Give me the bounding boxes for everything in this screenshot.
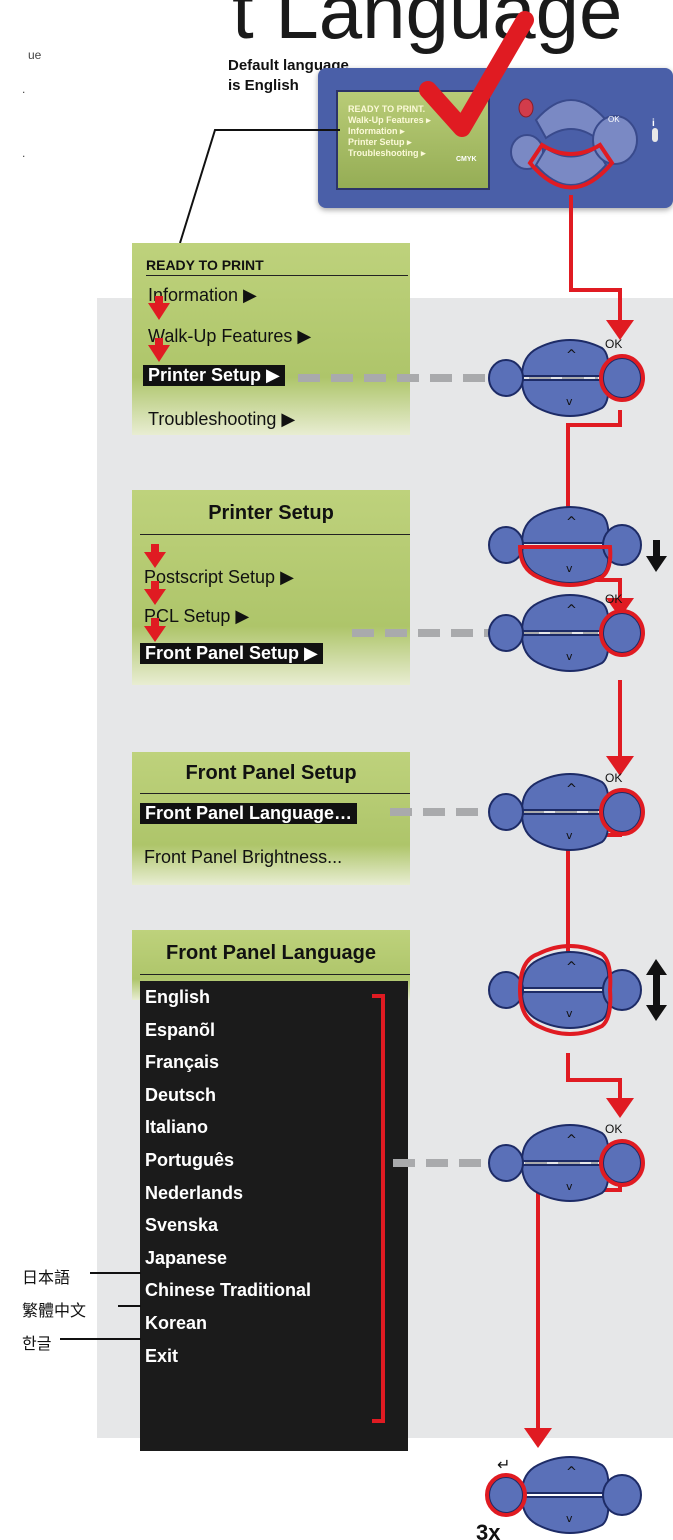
small-red-arrow-icon xyxy=(151,618,159,626)
front-panel-keypad: OK i xyxy=(510,98,658,186)
language-option-korean[interactable]: Korean xyxy=(145,1312,208,1333)
front-panel-power-label: i xyxy=(652,118,655,129)
ok-label: OK xyxy=(605,337,622,351)
language-option-spanish[interactable]: Espanõl xyxy=(145,1019,216,1040)
screen-header: Printer Setup xyxy=(208,502,334,524)
down-button-highlight xyxy=(527,142,615,190)
page-title: t Language xyxy=(232,0,623,55)
ok-label: OK xyxy=(605,771,622,785)
japanese-native-label: 日本語 xyxy=(22,1270,71,1287)
ok-button-highlight xyxy=(599,1139,645,1187)
screen-header: Front Panel Setup xyxy=(185,762,357,784)
flow-connector xyxy=(536,1175,622,1430)
screen-header: Front Panel Language xyxy=(165,942,377,964)
keypad-back-step7 xyxy=(488,1456,642,1534)
front-panel-power-led xyxy=(652,128,658,142)
down-button-highlight xyxy=(517,545,613,587)
small-red-arrow-icon xyxy=(144,626,166,642)
updown-button-highlight xyxy=(517,944,613,1036)
red-arrow-icon xyxy=(606,320,634,340)
language-option-italian[interactable]: Italiano xyxy=(145,1117,209,1138)
screen-divider xyxy=(146,275,408,276)
down-arrow-icon xyxy=(646,540,667,572)
screen-divider xyxy=(140,534,410,535)
small-red-arrow-icon xyxy=(148,303,170,320)
display-line: Troubleshooting ▸ xyxy=(348,148,426,158)
menu-item-front-panel-setup[interactable]: Front Panel Setup ▶ xyxy=(140,643,323,664)
screen-divider xyxy=(140,974,410,975)
flow-connector xyxy=(566,410,622,520)
front-panel-cancel-button xyxy=(518,98,534,118)
display-line: Walk-Up Features ▸ xyxy=(348,115,431,125)
red-arrow-icon xyxy=(606,756,634,776)
repeat-count: 3x xyxy=(476,1520,501,1540)
language-option-chinese-traditional[interactable]: Chinese Traditional xyxy=(145,1280,312,1301)
small-red-arrow-icon xyxy=(155,338,163,346)
callout-leader-line xyxy=(179,129,340,244)
checkmark-icon xyxy=(419,11,534,137)
small-red-arrow-icon xyxy=(151,581,159,589)
back-symbol-icon: ↵ xyxy=(497,1455,510,1474)
screen-header: READY TO PRINT xyxy=(146,257,264,273)
menu-item-troubleshooting[interactable]: Troubleshooting ▶ xyxy=(148,409,296,429)
red-arrow-icon xyxy=(524,1428,552,1448)
language-bracket xyxy=(372,994,385,1423)
ok-button-highlight xyxy=(599,354,645,402)
display-line: Printer Setup ▸ xyxy=(348,137,412,147)
display-line: Information ▸ xyxy=(348,126,405,136)
menu-item-walk-up-features[interactable]: Walk-Up Features ▶ xyxy=(148,326,312,346)
flow-connector xyxy=(569,195,622,320)
lcd-screen-front-panel-setup: Front Panel Setup Front Panel Language… … xyxy=(132,752,410,885)
language-option-exit[interactable]: Exit xyxy=(145,1345,179,1366)
ok-button-highlight xyxy=(599,609,645,657)
lcd-screen-ready: READY TO PRINT Information ▶ Walk-Up Fea… xyxy=(132,243,410,435)
language-option-french[interactable]: Français xyxy=(145,1052,220,1073)
menu-item-front-panel-brightness[interactable]: Front Panel Brightness... xyxy=(144,847,343,867)
menu-item-front-panel-language[interactable]: Front Panel Language… xyxy=(140,803,358,824)
small-red-arrow-icon xyxy=(144,589,166,605)
keypad-updown-step5 xyxy=(488,951,642,1029)
cut-off-text: . xyxy=(22,82,26,96)
language-list: English Espanõl Français Deutsch Italian… xyxy=(140,981,408,1451)
screen-divider xyxy=(140,793,410,794)
ok-button-highlight xyxy=(599,788,645,836)
language-option-dutch[interactable]: Nederlands xyxy=(145,1182,244,1203)
small-red-arrow-icon xyxy=(151,544,159,552)
chinese-native-label: 繁體中文 xyxy=(22,1303,87,1320)
callout-line: Default language xyxy=(228,57,349,74)
callout-line: is English xyxy=(228,77,299,94)
ok-label: OK xyxy=(605,592,622,606)
display-line: READY TO PRINT. xyxy=(348,104,426,114)
red-arrow-icon xyxy=(606,598,634,618)
front-panel-graphics: OK i xyxy=(179,11,658,244)
lcd-screen-printer-setup: Printer Setup Postscript Setup ▶ PCL Set… xyxy=(132,490,410,685)
red-arrow-icon xyxy=(606,1098,634,1118)
small-red-arrow-icon xyxy=(144,552,166,568)
small-red-arrow-icon xyxy=(148,345,170,362)
ok-label: OK xyxy=(605,1122,622,1136)
menu-item-pcl-setup[interactable]: PCL Setup ▶ xyxy=(144,606,250,626)
small-red-arrow-icon xyxy=(155,296,163,304)
korean-native-label: 한글 xyxy=(22,1336,52,1353)
menu-item-printer-setup[interactable]: Printer Setup ▶ xyxy=(143,365,285,386)
language-option-japanese[interactable]: Japanese xyxy=(145,1247,228,1268)
up-down-arrow-icon xyxy=(646,959,667,1021)
language-option-portuguese[interactable]: Português xyxy=(145,1149,235,1170)
back-button-highlight xyxy=(485,1473,527,1517)
menu-item-information[interactable]: Information ▶ xyxy=(148,285,257,305)
cut-off-text: ue xyxy=(28,48,42,62)
language-option-english[interactable]: English xyxy=(145,987,211,1007)
language-option-swedish[interactable]: Svenska xyxy=(145,1215,219,1236)
front-panel-ok-label: OK xyxy=(608,115,620,124)
language-option-german[interactable]: Deutsch xyxy=(145,1084,217,1105)
menu-item-postscript-setup[interactable]: Postscript Setup ▶ xyxy=(144,567,294,587)
flow-connector xyxy=(566,1053,622,1100)
cmyk-label: CMYK xyxy=(456,156,477,163)
cut-off-text: . xyxy=(22,146,26,160)
default-language-callout: Default language is English xyxy=(228,56,349,96)
